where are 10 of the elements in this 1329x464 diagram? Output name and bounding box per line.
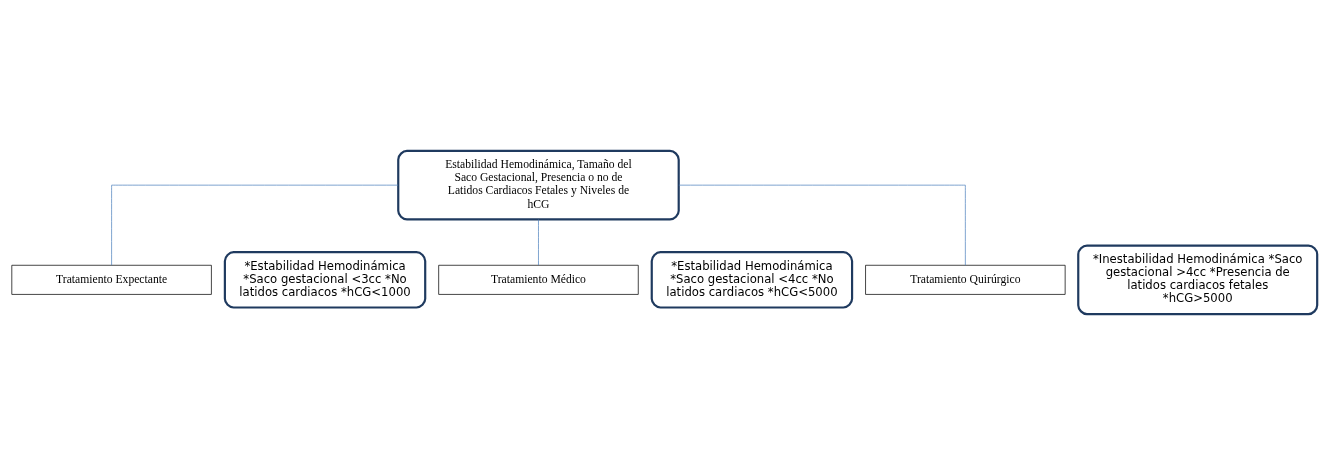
node-box: Estabilidad Hemodinámica, Tamaño del Saco Gestacional, Presencia o no de Latidos Cardiacos Fetales y Niveles de hCG [397, 149, 680, 220]
node-box: *Estabilidad Hemodinámica *Saco gestacional <3cc *No latidos cardiacos *hCG<1000 [223, 250, 427, 309]
node-box: Tratamiento Expectante [11, 264, 212, 295]
connector [538, 218, 539, 265]
connector [111, 184, 399, 266]
node-box: *Estabilidad Hemodinámica *Saco gestacional <4cc *No latidos cardiacos *hCG<5000 [650, 250, 854, 309]
node-box: *Inestabilidad Hemodinámica *Saco gestacional >4cc *Presencia de latidos cardiacos fetales *hCG>5000 [1077, 244, 1319, 315]
node-box: Tratamiento Quirúrgico [865, 264, 1066, 295]
connector [678, 184, 966, 266]
node-box: Tratamiento Médico [438, 264, 639, 295]
